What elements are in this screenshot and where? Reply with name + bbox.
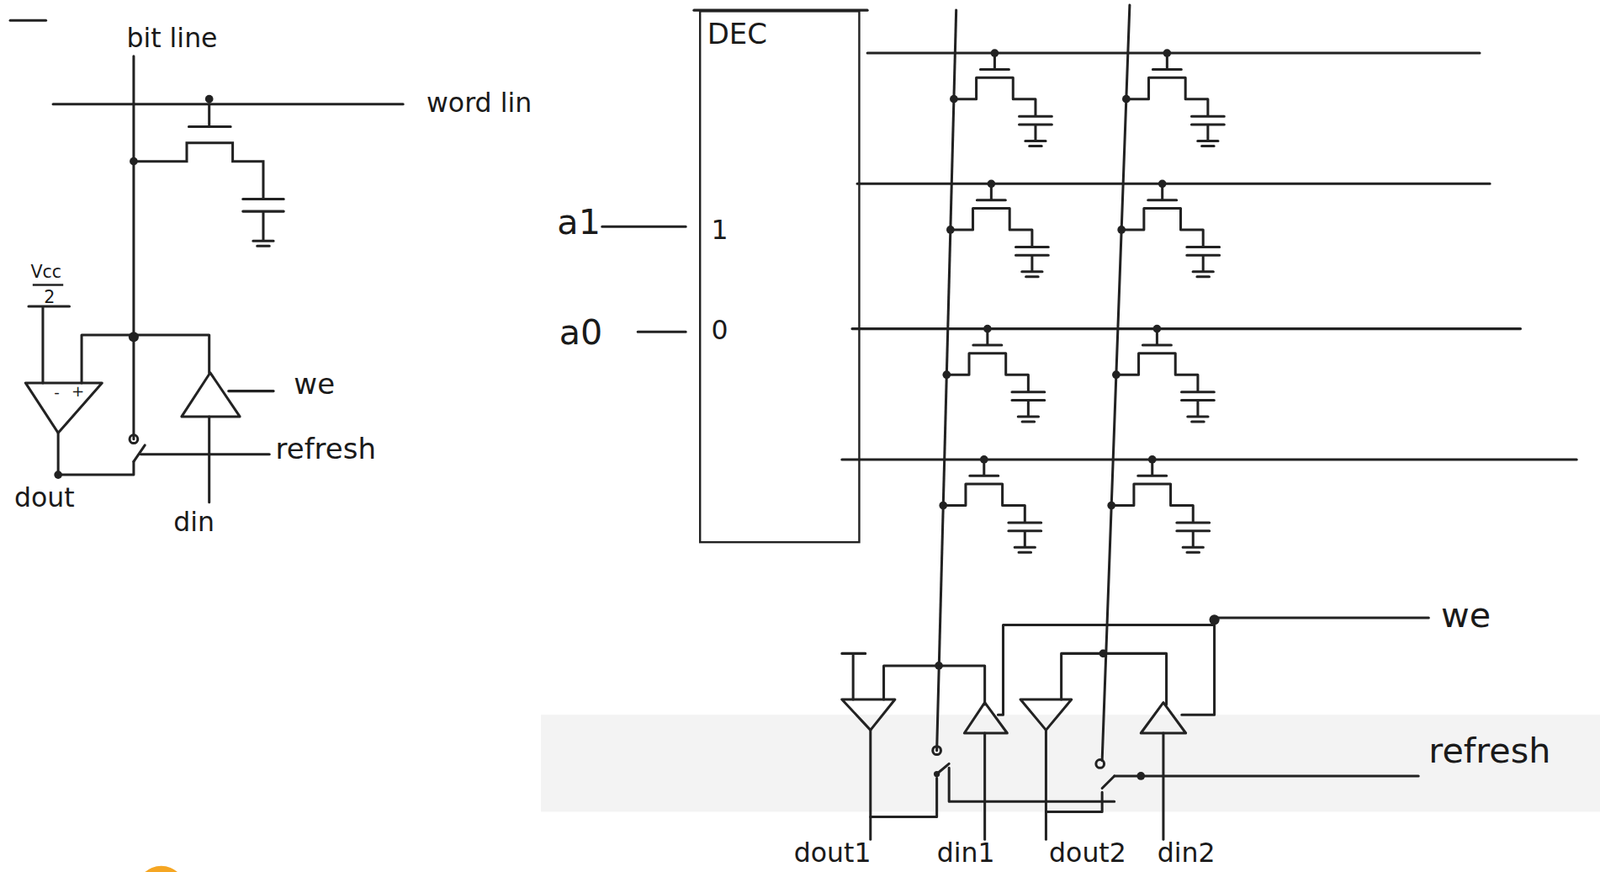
address-input: a0 (559, 314, 604, 350)
decoder-box: DEC 1 0 (699, 10, 861, 543)
pin-label: 0 (711, 316, 729, 344)
cell-transistor-capacitor (1126, 52, 1224, 146)
fraction-bar (32, 283, 64, 286)
cell-transistor-capacitor (943, 459, 1041, 552)
signal-name: dout (14, 483, 75, 511)
supply-label: Vcc (30, 263, 62, 281)
address-input: a1 (556, 204, 601, 239)
corner-badge (137, 865, 186, 872)
cell-transistor-capacitor (1116, 328, 1214, 422)
left-cell (133, 104, 284, 247)
pin-sign: - (53, 384, 60, 400)
supply-label: 2 (43, 288, 55, 307)
signal-name: din (173, 508, 215, 536)
scan-band (540, 714, 1600, 811)
signal-name: we (1441, 597, 1491, 632)
junction-dots (53, 95, 1219, 780)
signal-name: dout1 (794, 838, 872, 866)
signal-name: din2 (1157, 838, 1216, 866)
cell-transistor-capacitor (946, 328, 1044, 422)
block-title: DEC (707, 20, 768, 49)
cell-transistor-capacitor (1121, 183, 1219, 276)
signal-name: bit line (126, 24, 218, 52)
wires (10, 20, 403, 503)
signal-name: din1 (937, 838, 996, 866)
signal-name: we (293, 370, 335, 399)
array-wires (602, 5, 1578, 839)
pin-sign: + (71, 383, 85, 399)
signal-name: dout2 (1049, 838, 1127, 866)
cell-transistor-capacitor (950, 183, 1049, 276)
cell-transistor-capacitor (1111, 459, 1209, 552)
signal-name: refresh (1428, 732, 1551, 768)
signal-name: word lin (426, 90, 532, 117)
cell-transistor-capacitor (953, 52, 1052, 146)
signal-name: refresh (275, 434, 377, 464)
pin-label: 1 (711, 216, 729, 244)
memory-cells (938, 48, 1224, 552)
